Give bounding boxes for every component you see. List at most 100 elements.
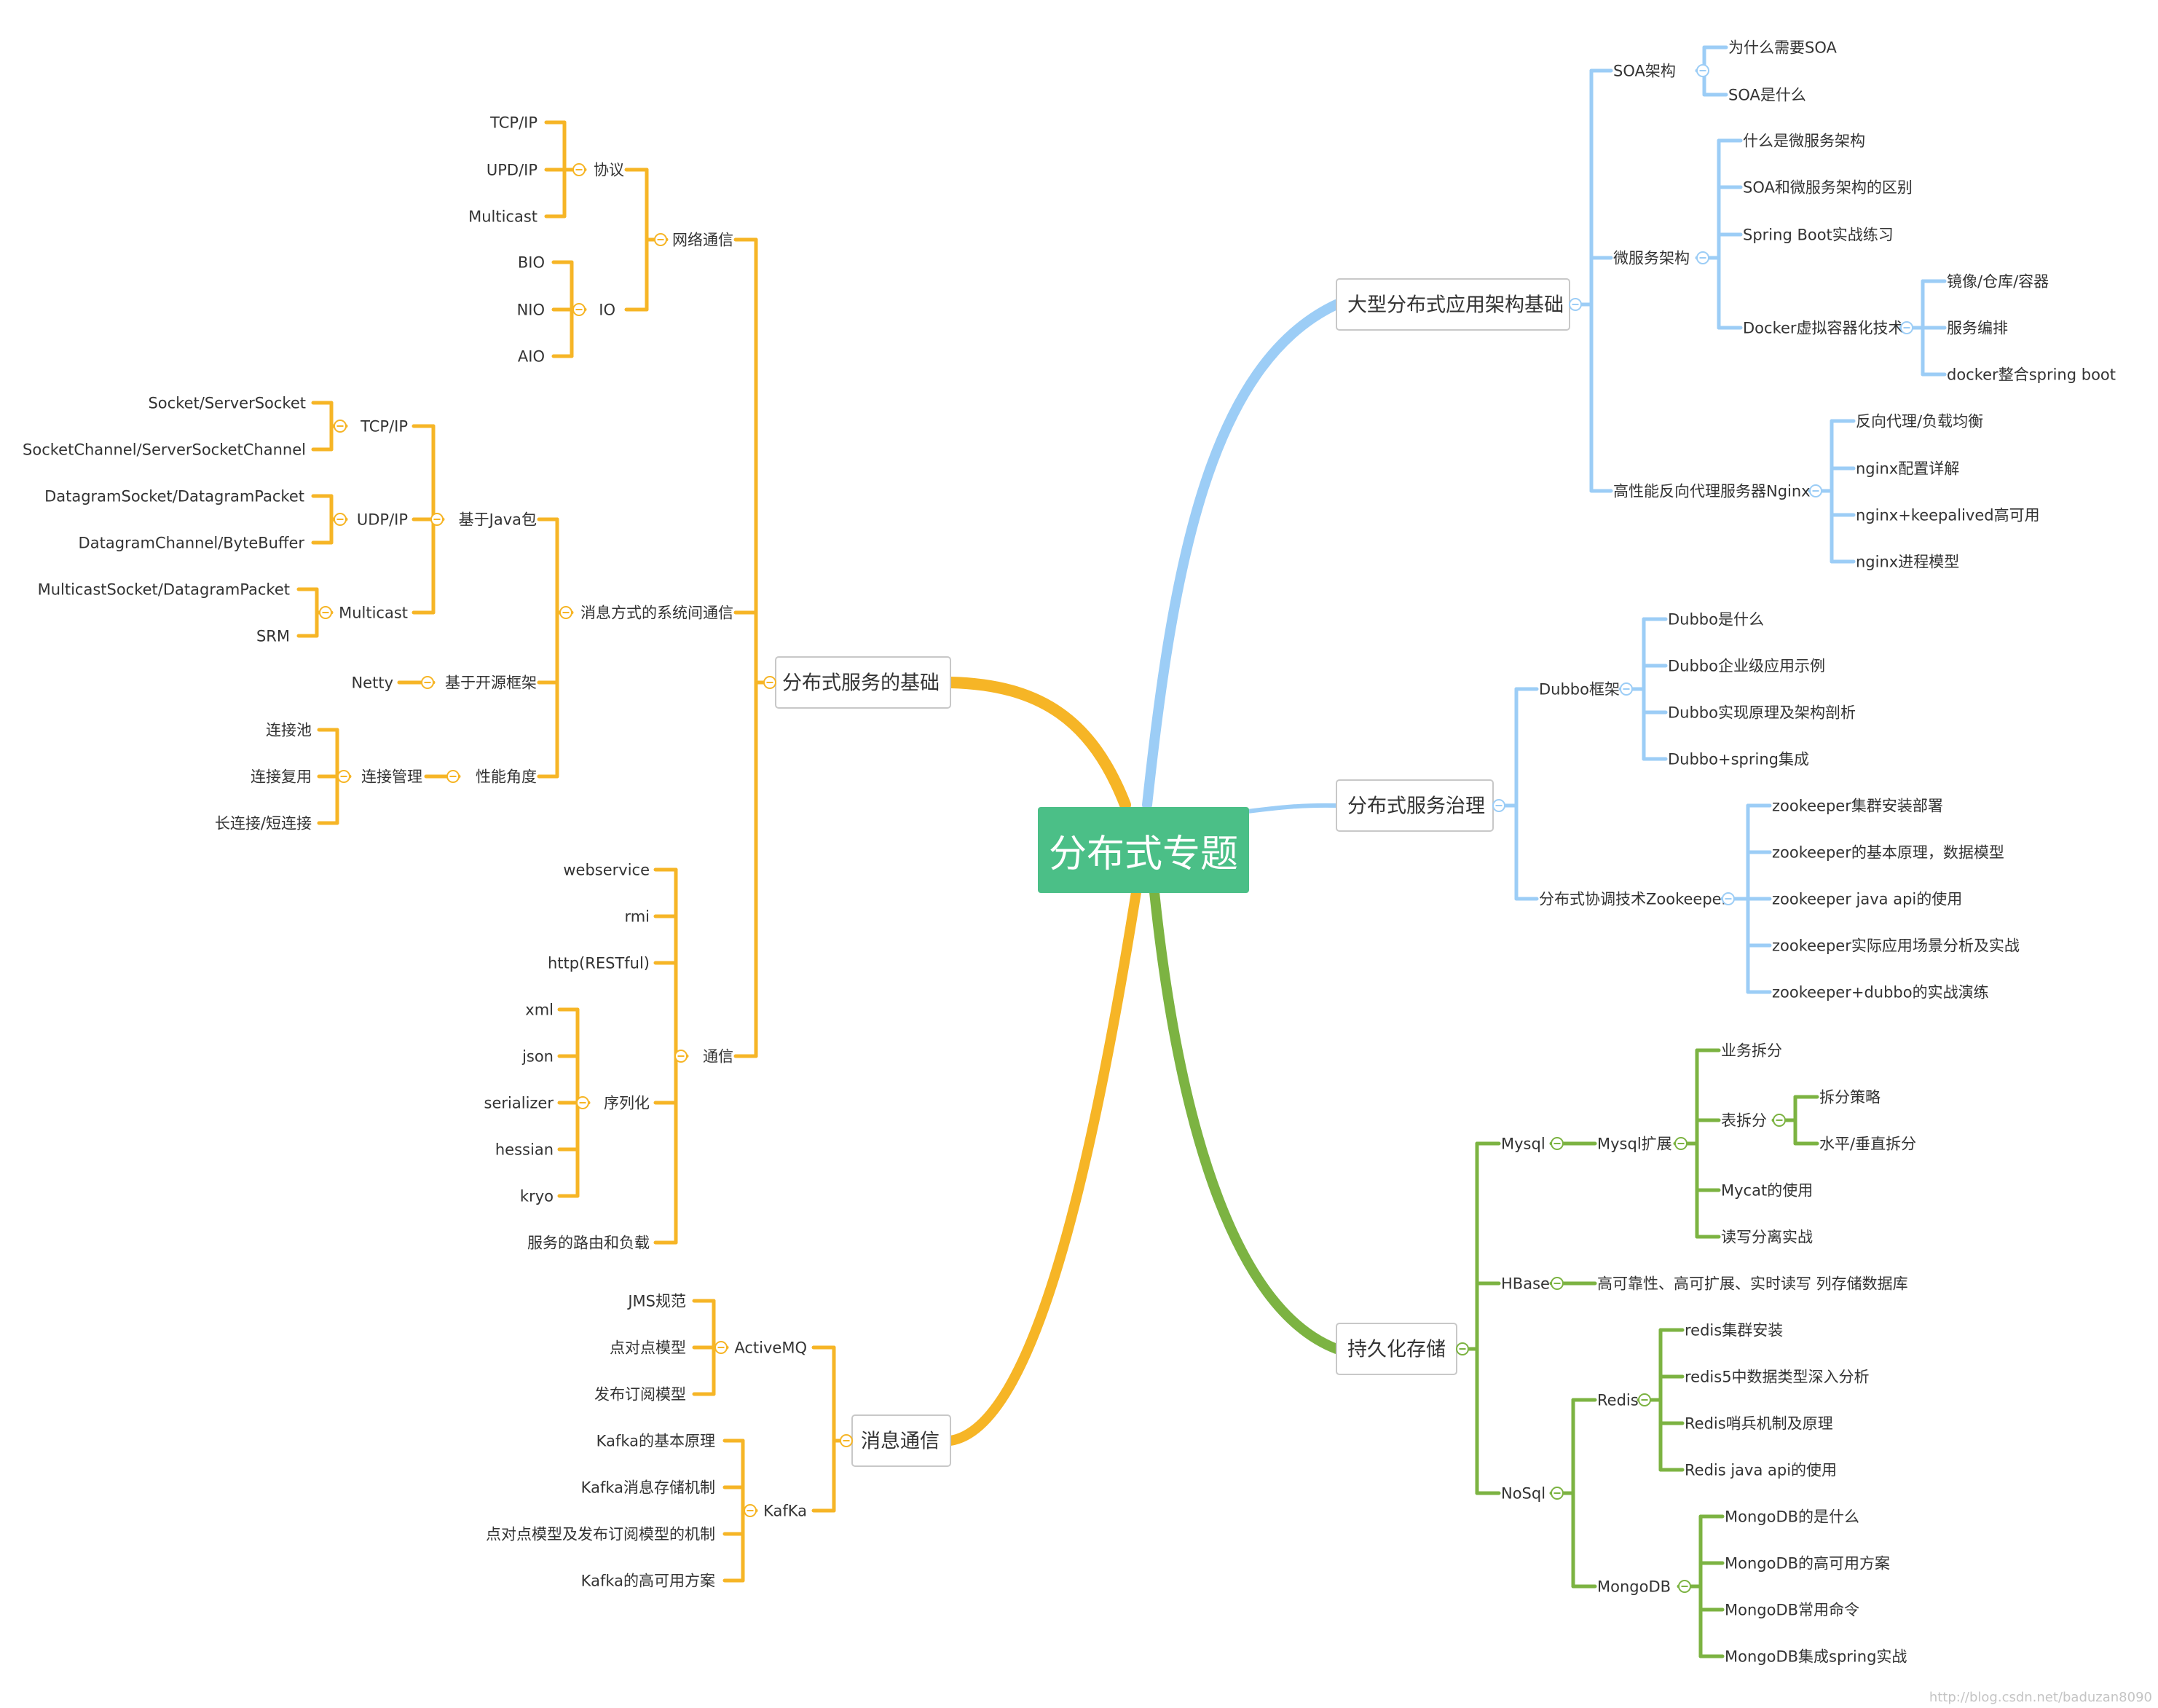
collapse-icon[interactable] <box>572 303 586 316</box>
node-store-mysql-items-0: 业务拆分 <box>1721 1042 1782 1060</box>
collapse-icon[interactable] <box>1678 1580 1691 1593</box>
node-store-redis-items-2: Redis哨兵机制及原理 <box>1685 1415 1833 1433</box>
collapse-icon[interactable] <box>572 163 586 176</box>
node-gov-zk-items-1: zookeeper的基本原理，数据模型 <box>1772 844 2004 862</box>
node-gov-zk-items-3: zookeeper实际应用场景分析及实战 <box>1772 937 2020 955</box>
node-base-comm-items-3: 服务的路由和负载 <box>527 1235 650 1252</box>
node-gov-dubbo-items-2: Dubbo实现原理及架构剖析 <box>1668 704 1856 722</box>
node-base-conn-items-2: 长连接/短连接 <box>215 815 312 833</box>
collapse-icon[interactable] <box>446 770 460 783</box>
collapse-icon[interactable] <box>421 676 434 689</box>
collapse-icon[interactable] <box>430 513 444 526</box>
node-base-io-items-0: BIO <box>518 254 545 272</box>
main-topic-boxes <box>775 278 1570 1467</box>
branch-base <box>945 677 1131 811</box>
collapse-icon[interactable] <box>1722 892 1735 905</box>
collapse-icon[interactable] <box>674 1050 688 1063</box>
node-gov-dubbo-items-1: Dubbo企业级应用示例 <box>1668 658 1825 675</box>
node-arch-micro-items-0: 什么是微服务架构 <box>1743 133 1865 150</box>
node-store-mysql-items-2: Mycat的使用 <box>1721 1182 1813 1200</box>
node-store-redis-items-0: redis集群安装 <box>1685 1322 1783 1339</box>
node-arch-nginx-items-2: nginx+keepalived高可用 <box>1856 507 2040 524</box>
topic-store[interactable]: 持久化存储 <box>1347 1339 1446 1361</box>
collapse-icon[interactable] <box>576 1096 589 1109</box>
collapse-icon[interactable] <box>1773 1114 1786 1127</box>
collapse-icon[interactable] <box>1696 64 1709 77</box>
node-msg-amq: ActiveMQ <box>734 1339 807 1357</box>
node-base-tcp-items-0: Socket/ServerSocket <box>148 395 306 412</box>
node-base-conn: 连接管理 <box>361 768 422 786</box>
node-arch-docker-items-2: docker整合spring boot <box>1947 366 2116 384</box>
node-store-hbase-desc: 高可靠性、高可扩展、实时读写 列存储数据库 <box>1597 1275 1908 1293</box>
node-store-table-items-1: 水平/垂直拆分 <box>1819 1136 1916 1153</box>
node-base-ser-items-1: json <box>521 1048 554 1066</box>
node-store-mongo-items-3: MongoDB集成spring实战 <box>1725 1648 1907 1666</box>
collapse-icon[interactable] <box>714 1341 728 1354</box>
collapse-icon[interactable] <box>1638 1393 1651 1406</box>
node-store-mongo-items-1: MongoDB的高可用方案 <box>1725 1555 1890 1573</box>
collapse-icon[interactable] <box>334 420 347 433</box>
node-base-javapkg: 基于Java包 <box>459 511 537 529</box>
topic-msg[interactable]: 消息通信 <box>861 1430 940 1453</box>
collapse-icon[interactable] <box>1809 484 1822 497</box>
node-base-perf: 性能角度 <box>476 768 537 786</box>
node-base-conn-items-1: 连接复用 <box>251 768 312 786</box>
collapse-icon[interactable] <box>744 1504 757 1517</box>
node-base-tcp: TCP/IP <box>360 418 408 436</box>
node-gov-zk-items-4: zookeeper+dubbo的实战演练 <box>1772 984 1989 1001</box>
node-gov-dubbo-items-3: Dubbo+spring集成 <box>1668 751 1809 768</box>
node-base-sys: 消息方式的系统间通信 <box>580 605 733 622</box>
node-base-net: 网络通信 <box>672 232 733 249</box>
collapse-icon[interactable] <box>1551 1137 1564 1150</box>
collapse-icon[interactable] <box>763 676 776 689</box>
node-store-table-items-0: 拆分策略 <box>1819 1089 1881 1106</box>
collapse-icon[interactable] <box>1900 321 1913 334</box>
watermark: http://blog.csdn.net/baduzan8090 <box>1929 1690 2152 1705</box>
node-base-io-items-1: NIO <box>517 302 545 319</box>
collapse-icon[interactable] <box>1492 799 1505 812</box>
collapse-icon[interactable] <box>1551 1487 1564 1500</box>
branch-arch <box>1142 299 1342 810</box>
node-base-proto-items-1: UPD/IP <box>487 162 537 179</box>
topic-gov[interactable]: 分布式服务治理 <box>1347 795 1485 818</box>
node-store-nosql: NoSql <box>1501 1485 1545 1503</box>
node-base-comm-items-1: rmi <box>624 908 650 926</box>
node-msg-kafka-items-2: 点对点模型及发布订阅模型的机制 <box>486 1526 715 1543</box>
collapse-icons <box>319 64 1913 1593</box>
node-arch-soa: SOA架构 <box>1613 63 1676 80</box>
node-arch-nginx: 高性能反向代理服务器Nginx <box>1613 483 1811 500</box>
collapse-icon[interactable] <box>1620 682 1633 696</box>
collapse-icon[interactable] <box>337 770 350 783</box>
collapse-icon[interactable] <box>1696 251 1709 264</box>
node-base-ser-items-2: serializer <box>484 1095 554 1112</box>
node-base-comm-items-2: http(RESTful) <box>548 955 650 972</box>
node-arch-micro-items-1: SOA和微服务架构的区别 <box>1743 179 1913 197</box>
node-store-mysql-items-3: 读写分离实战 <box>1721 1229 1813 1246</box>
node-base-ser: 序列化 <box>604 1095 650 1112</box>
topic-arch[interactable]: 大型分布式应用架构基础 <box>1347 294 1564 317</box>
node-store-mysql: Mysql <box>1501 1136 1545 1153</box>
collapse-icon[interactable] <box>1551 1277 1564 1290</box>
node-store-mysql-ext: Mysql扩展 <box>1597 1136 1672 1153</box>
collapse-icon[interactable] <box>334 513 347 526</box>
collapse-icon[interactable] <box>1456 1342 1469 1355</box>
central-topic[interactable]: 分布式专题 <box>1038 807 1249 893</box>
collapse-icon[interactable] <box>559 606 572 619</box>
node-arch-docker-items-1: 服务编排 <box>1947 320 2008 337</box>
branch-msg <box>945 887 1141 1446</box>
collapse-icon[interactable] <box>319 606 332 619</box>
collapse-icon[interactable] <box>1674 1137 1688 1150</box>
node-base-netty: Netty <box>351 674 393 692</box>
node-base-proto: 协议 <box>594 162 624 179</box>
collapse-icon[interactable] <box>1569 298 1582 311</box>
node-base-proto-items-0: TCP/IP <box>489 114 537 132</box>
node-gov-dubbo-items-0: Dubbo是什么 <box>1668 611 1764 629</box>
collapse-icon[interactable] <box>840 1434 853 1447</box>
collapse-icon[interactable] <box>654 233 667 246</box>
node-store-redis-items-3: Redis java api的使用 <box>1685 1462 1837 1479</box>
node-base-ser-items-3: hessian <box>495 1141 554 1159</box>
node-store-mysql-items-1: 表拆分 <box>1721 1112 1767 1130</box>
topic-base[interactable]: 分布式服务的基础 <box>782 672 940 695</box>
node-msg-kafka: KafKa <box>763 1503 807 1520</box>
